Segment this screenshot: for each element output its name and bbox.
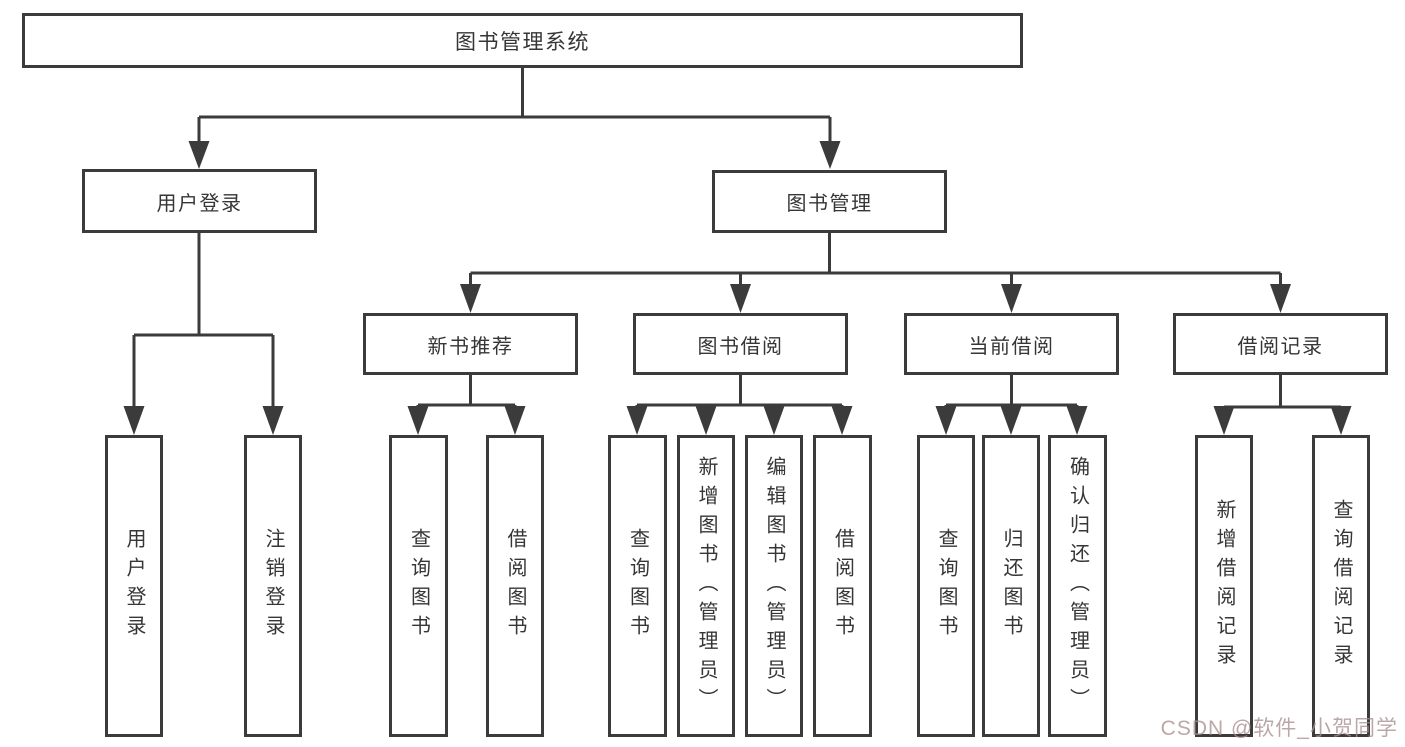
node-current-borrowing: 当前借阅: [904, 313, 1119, 375]
arrowhead-icon: [262, 406, 284, 435]
leaf-label: 查询图书: [407, 528, 430, 644]
arrowhead-icon: [1270, 284, 1291, 313]
arrowhead-icon: [1001, 284, 1022, 313]
leaf-add-books-admin: 新增图书（管理员）: [677, 435, 735, 737]
node-label: 图书管理系统: [455, 30, 590, 54]
arrowhead-icon: [695, 406, 717, 435]
watermark: CSDN @软件_小贺同学: [1160, 717, 1398, 740]
leaf-label: 查询图书: [626, 528, 649, 644]
leaf-label: 新增借阅记录: [1213, 499, 1235, 673]
node-new-book-recommend: 新书推荐: [363, 313, 578, 375]
leaf-borrow-books: 借阅图书: [813, 435, 872, 737]
node-label: 图书借阅: [697, 335, 784, 358]
node-book-management: 图书管理: [712, 170, 947, 233]
leaf-label: 注销登录: [262, 528, 284, 644]
leaf-confirm-return-admin: 确认归还（管理员）: [1048, 435, 1107, 737]
arrowhead-icon: [504, 406, 526, 435]
arrowhead-icon: [1066, 406, 1088, 435]
arrowhead-icon: [831, 406, 853, 435]
arrowhead-icon: [763, 406, 785, 435]
node-borrowing-records: 借阅记录: [1173, 313, 1388, 375]
leaf-label: 新增图书（管理员）: [695, 455, 717, 717]
connector-new-book-rec-children: [416, 375, 517, 412]
arrowhead-icon: [1000, 406, 1022, 435]
arrowhead-icon: [407, 406, 429, 435]
leaf-edit-books-admin: 编辑图书（管理员）: [745, 435, 803, 737]
leaf-user-login: 用户登录: [105, 435, 163, 737]
leaf-label: 查询图书: [935, 528, 957, 644]
leaf-logout: 注销登录: [244, 435, 302, 737]
arrowhead-icon: [1213, 406, 1235, 435]
leaf-label: 确认归还（管理员）: [1066, 455, 1089, 717]
connector-borrow-records-children: [1222, 375, 1343, 412]
arrowhead-icon: [460, 284, 481, 313]
node-label: 图书管理: [786, 193, 873, 215]
node-label: 用户登录: [156, 192, 243, 215]
leaf-label: 借阅图书: [504, 528, 526, 644]
leaf-label: 查询借阅记录: [1330, 499, 1352, 673]
arrowhead-icon: [730, 284, 751, 313]
leaf-label: 用户登录: [123, 528, 145, 644]
arrowhead-icon: [123, 406, 145, 435]
node-label: 新书推荐: [427, 335, 514, 358]
leaf-label: 借阅图书: [831, 528, 854, 644]
leaf-return-books: 归还图书: [982, 435, 1040, 737]
leaf-borrow-books-recommend: 借阅图书: [486, 435, 544, 737]
node-book-borrowing: 图书借阅: [633, 313, 848, 375]
arrowhead-icon: [819, 141, 841, 169]
leaf-query-borrow-record: 查询借阅记录: [1312, 435, 1370, 737]
arrowhead-icon: [626, 406, 648, 435]
arrowhead-icon: [1330, 406, 1352, 435]
connector-book-borrow-children: [635, 375, 844, 412]
arrowhead-icon: [935, 406, 957, 435]
arrowhead-icon: [188, 141, 210, 169]
node-label: 借阅记录: [1237, 335, 1324, 358]
leaf-label: 编辑图书（管理员）: [763, 455, 785, 717]
leaf-label: 归还图书: [1000, 528, 1022, 644]
leaf-add-borrow-record: 新增借阅记录: [1195, 435, 1253, 737]
leaf-query-books-borrowing: 查询图书: [608, 435, 667, 737]
node-user-login: 用户登录: [82, 169, 317, 233]
leaf-query-books-recommend: 查询图书: [389, 435, 448, 737]
node-label: 当前借阅: [968, 335, 1055, 358]
connector-root-to-level2: [197, 68, 832, 150]
connector-user-login-children: [132, 233, 275, 412]
leaf-query-books-current: 查询图书: [917, 435, 975, 737]
connector-book-mgmt-children: [469, 233, 1282, 290]
node-library-management-system: 图书管理系统: [22, 13, 1023, 68]
